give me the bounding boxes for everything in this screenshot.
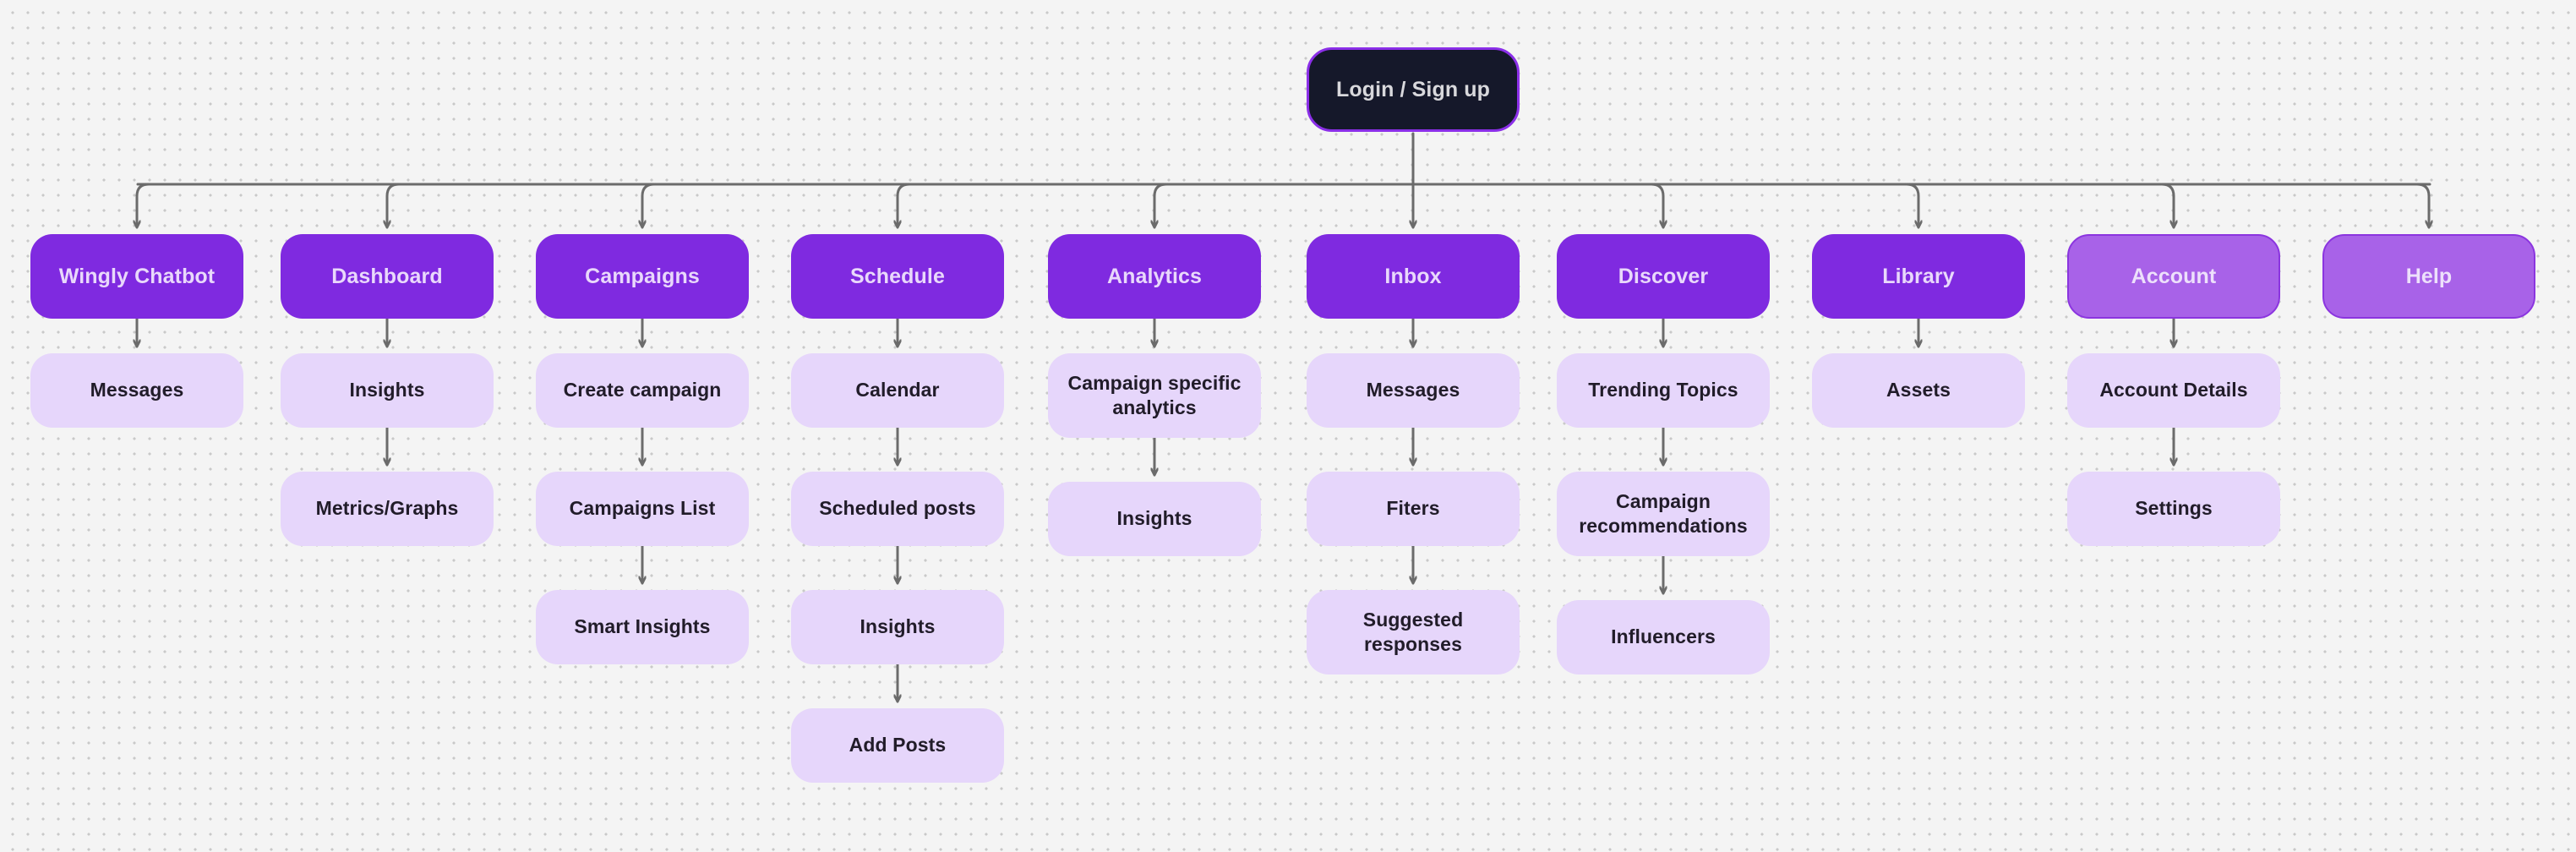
node-schedule-calendar[interactable]: Calendar [791,353,1004,428]
node-root[interactable]: Login / Sign up [1307,47,1520,132]
node-schedule[interactable]: Schedule [791,234,1004,319]
node-wingly-messages[interactable]: Messages [30,353,243,428]
node-campaigns-list[interactable]: Campaigns List [536,472,749,546]
node-campaigns[interactable]: Campaigns [536,234,749,319]
node-campaigns-smart-insights[interactable]: Smart Insights [536,590,749,664]
node-help[interactable]: Help [2322,234,2535,319]
node-inbox-fiters[interactable]: Fiters [1307,472,1520,546]
node-schedule-insights[interactable]: Insights [791,590,1004,664]
node-dashboard-insights[interactable]: Insights [281,353,494,428]
node-analytics-campaign-specific[interactable]: Campaign specific analytics [1048,353,1261,438]
node-account[interactable]: Account [2067,234,2280,319]
node-discover-trending-topics[interactable]: Trending Topics [1557,353,1770,428]
node-library[interactable]: Library [1812,234,2025,319]
node-campaigns-create[interactable]: Create campaign [536,353,749,428]
node-discover[interactable]: Discover [1557,234,1770,319]
node-inbox[interactable]: Inbox [1307,234,1520,319]
node-analytics[interactable]: Analytics [1048,234,1261,319]
node-inbox-suggested-responses[interactable]: Suggested responses [1307,590,1520,674]
node-account-details[interactable]: Account Details [2067,353,2280,428]
node-schedule-add-posts[interactable]: Add Posts [791,708,1004,783]
node-dashboard[interactable]: Dashboard [281,234,494,319]
node-schedule-scheduled-posts[interactable]: Scheduled posts [791,472,1004,546]
node-wingly-chatbot[interactable]: Wingly Chatbot [30,234,243,319]
node-account-settings[interactable]: Settings [2067,472,2280,546]
node-inbox-messages[interactable]: Messages [1307,353,1520,428]
node-dashboard-metrics-graphs[interactable]: Metrics/Graphs [281,472,494,546]
node-discover-influencers[interactable]: Influencers [1557,600,1770,674]
node-analytics-insights[interactable]: Insights [1048,482,1261,556]
node-discover-campaign-recommendations[interactable]: Campaign recommendations [1557,472,1770,556]
node-library-assets[interactable]: Assets [1812,353,2025,428]
